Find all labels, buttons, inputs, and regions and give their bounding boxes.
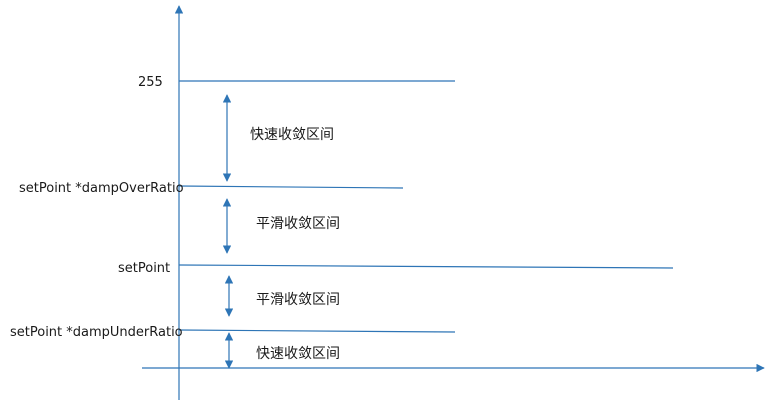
level-line-setpoint <box>178 264 674 269</box>
zone-label-smooth-upper: 平滑收敛区间 <box>256 215 340 232</box>
level-line-damp-over <box>178 185 404 189</box>
label-255: 255 <box>138 75 163 90</box>
level-line-damp-under <box>178 329 456 333</box>
label-damp-over: setPoint *dampOverRatio <box>19 181 184 196</box>
label-setpoint: setPoint <box>118 261 170 276</box>
zone-label-smooth-lower: 平滑收敛区间 <box>256 291 340 308</box>
label-damp-under: setPoint *dampUnderRatio <box>10 325 183 340</box>
zone-label-fast-lower: 快速收敛区间 <box>256 346 340 362</box>
zone-label-fast-upper: 快速收敛区间 <box>250 127 334 143</box>
